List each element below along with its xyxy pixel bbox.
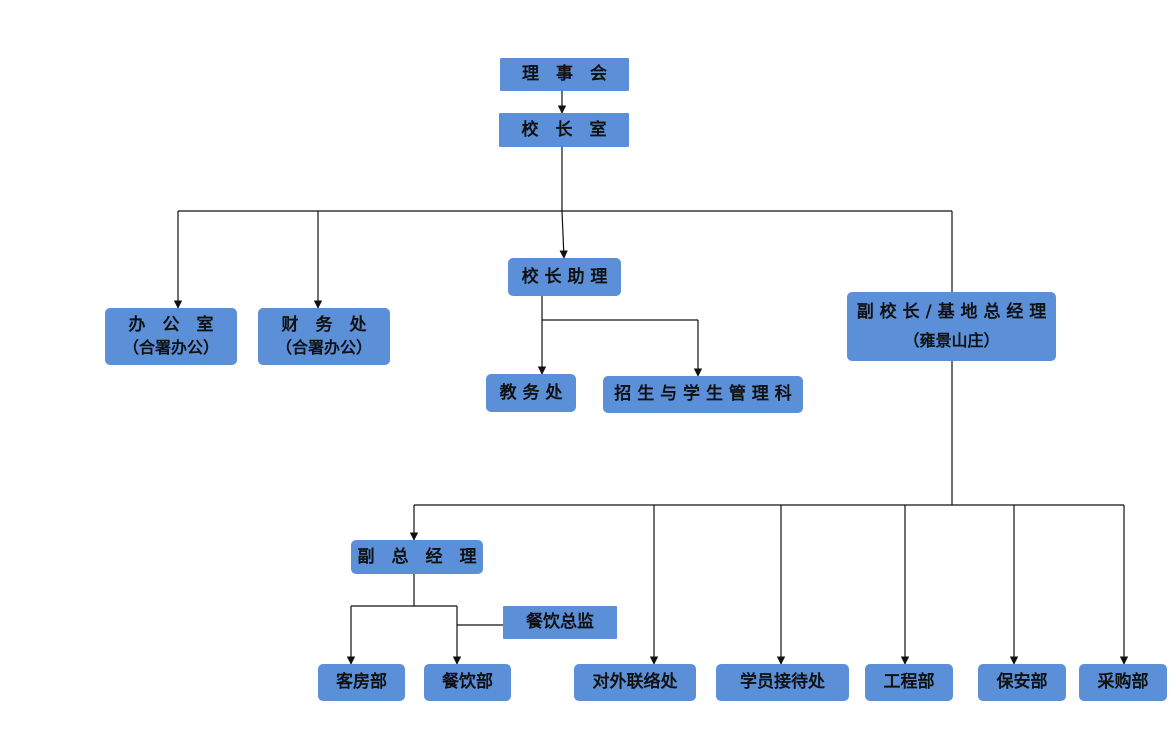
node-board: 理 事 会 (500, 58, 629, 91)
node-academic-affairs: 教 务 处 (486, 374, 576, 412)
node-principal-assistant: 校 长 助 理 (508, 258, 621, 296)
node-vice-principal: 副 校 长 / 基 地 总 经 理 （雍景山庄） (847, 292, 1056, 361)
node-external-liaison: 对外联络处 (574, 664, 696, 701)
node-engineering: 工程部 (865, 664, 953, 701)
node-principal-office: 校 长 室 (499, 113, 629, 147)
node-vice-principal-note: （雍景山庄） (903, 331, 1000, 351)
node-general-office-label: 办 公 室 (128, 315, 214, 336)
node-purchasing: 采购部 (1079, 664, 1167, 701)
node-finance-label: 财 务 处 (281, 315, 367, 336)
node-finance: 财 务 处 （合署办公） (258, 308, 390, 365)
node-catering-director: 餐饮总监 (503, 606, 617, 639)
node-general-office-note: （合署办公） (122, 338, 219, 358)
node-deputy-gm: 副 总 经 理 (351, 540, 483, 574)
node-trainee-reception: 学员接待处 (716, 664, 849, 701)
connector-to-assistant (559, 210, 568, 259)
node-security: 保安部 (978, 664, 1066, 701)
node-catering: 餐饮部 (424, 664, 511, 701)
node-admissions: 招 生 与 学 生 管 理 科 (603, 376, 803, 413)
node-finance-note: （合署办公） (275, 338, 372, 358)
node-general-office: 办 公 室 （合署办公） (105, 308, 237, 365)
node-vice-principal-label: 副 校 长 / 基 地 总 经 理 (856, 302, 1047, 323)
node-guest-rooms: 客房部 (318, 664, 405, 701)
